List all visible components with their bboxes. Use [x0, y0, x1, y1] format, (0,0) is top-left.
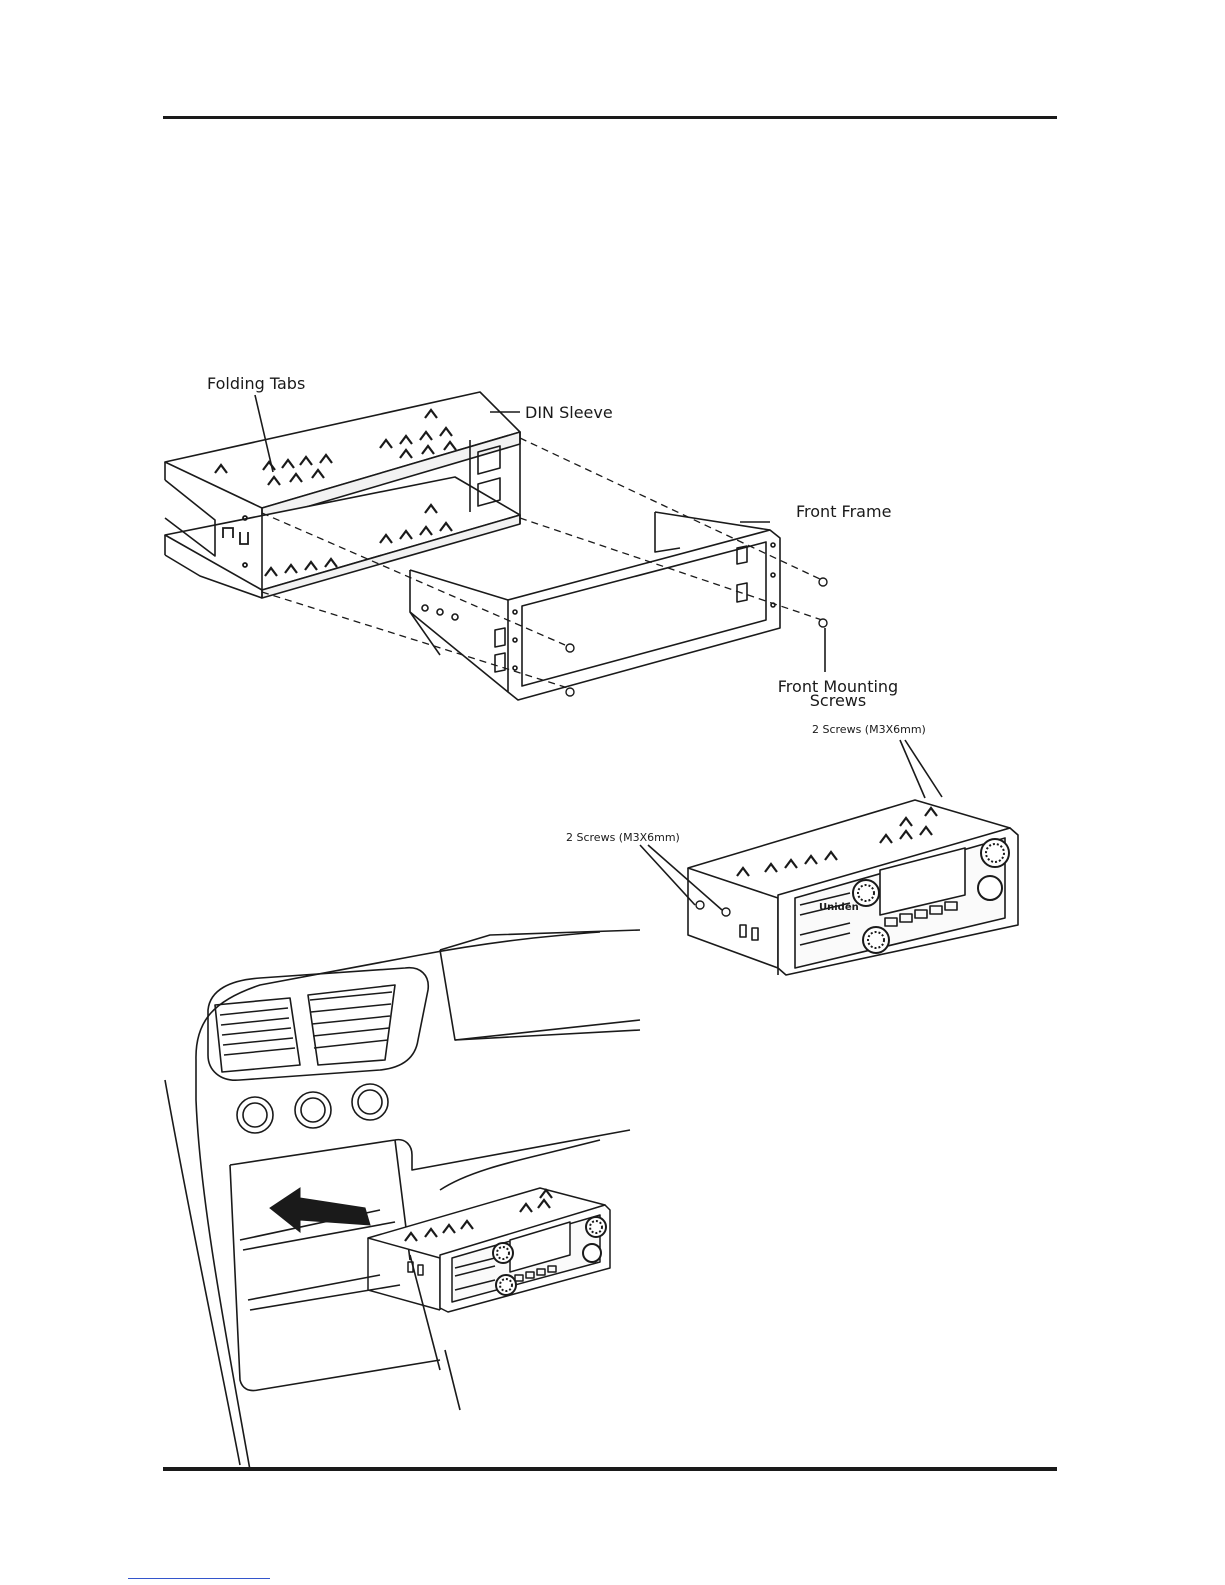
footer-rule: [163, 1467, 1057, 1471]
label-front-frame: Front Frame: [796, 502, 891, 521]
label-screws-right: 2 Screws (M3X6mm): [812, 723, 926, 736]
label-din-sleeve: DIN Sleeve: [525, 403, 613, 422]
label-screws-left: 2 Screws (M3X6mm): [566, 831, 680, 844]
din-sleeve: [165, 392, 520, 598]
label-front-mounting-line2: Screws: [810, 691, 866, 710]
radio-in-sleeve: [688, 800, 1018, 975]
label-folding-tabs: Folding Tabs: [207, 374, 305, 393]
radio-screws-left: [696, 901, 730, 916]
footer-link-underline: [128, 1578, 270, 1579]
radio-inserting: [368, 1188, 610, 1312]
insert-arrow-icon: [270, 1188, 370, 1232]
radio-brand-logo: Uniden: [819, 902, 859, 913]
